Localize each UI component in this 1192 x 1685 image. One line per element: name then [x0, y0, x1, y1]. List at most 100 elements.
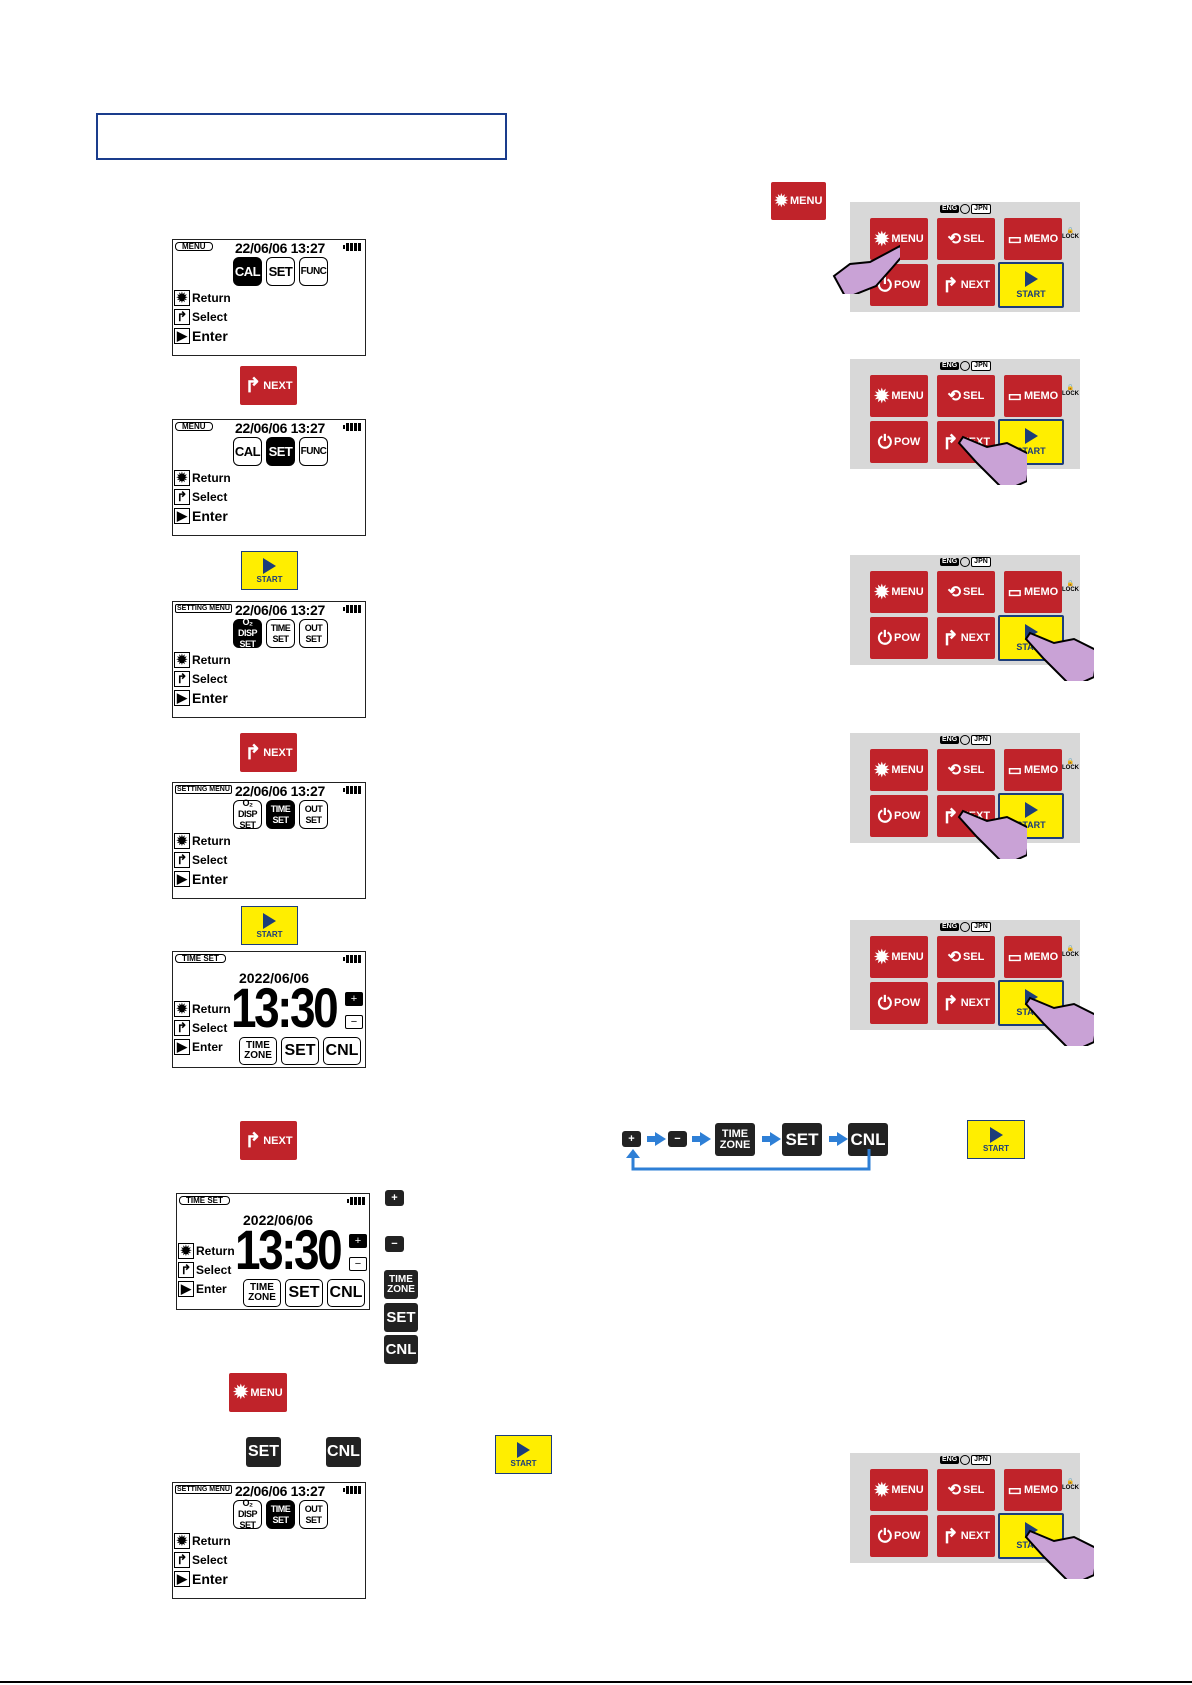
legend-set: SET — [384, 1303, 418, 1332]
start-key-label: START — [1016, 289, 1046, 299]
cycle-icon: ⟲ — [947, 762, 961, 779]
play-icon: ▶ — [174, 327, 190, 344]
memo-icon: ▭ — [1007, 388, 1022, 405]
memo-key-label: MEMO — [1023, 390, 1059, 402]
next-arrow-icon: ↱ — [178, 1261, 194, 1278]
lcd-setting-o2: SETTING MENU 22/06/06 13:27 O₂ DISP SET … — [172, 601, 366, 718]
return-label: Return — [196, 1243, 235, 1258]
cycle-cnl: CNL — [848, 1123, 888, 1156]
cycle-plus: + — [622, 1131, 641, 1147]
cycle-icon: ⟲ — [947, 584, 961, 601]
pointing-hand-icon — [832, 244, 900, 294]
opt-time-set: TIME SET — [266, 1500, 295, 1529]
play-icon — [1024, 428, 1038, 444]
play-icon — [263, 557, 276, 574]
menu-key-label: MENU — [891, 764, 924, 776]
next-key-label: NEXT — [263, 1134, 293, 1147]
play-icon — [1024, 802, 1038, 818]
eng-label: ENG — [940, 362, 960, 370]
pow-key: ⏻POW — [870, 1515, 928, 1557]
memo-icon: ▭ — [1007, 231, 1022, 248]
lcd-menu-cal: MENU 22/06/06 13:27 CAL SET FUNC ✹Return… — [172, 239, 366, 356]
sel-key: ⟲SEL — [937, 749, 995, 791]
opt-out-set: OUT SET — [299, 1500, 328, 1529]
lcd-setting-time-2: SETTING MENU 22/06/06 13:27 O₂ DISP SET … — [172, 1482, 366, 1599]
lock-label: LOCK — [1062, 391, 1079, 397]
lock-label: LOCK — [1062, 234, 1079, 240]
sel-key: ⟲SEL — [937, 1469, 995, 1511]
time-zone-button: TIME ZONE — [239, 1037, 277, 1065]
menu-key-label: MENU — [891, 586, 924, 598]
jpn-label: JPN — [971, 1455, 991, 1465]
lcd-title: MENU — [175, 422, 213, 431]
opt-func: FUNC — [299, 437, 328, 466]
sel-key-label: SEL — [963, 586, 985, 598]
next-key-icon: ↱NEXT — [240, 366, 297, 405]
cnl-button: CNL — [327, 1279, 365, 1307]
power-icon: ⏻ — [877, 992, 892, 1013]
start-key-label: START — [256, 574, 283, 584]
pow-key-label: POW — [893, 997, 921, 1009]
enter-label: Enter — [192, 689, 228, 706]
jpn-label: JPN — [971, 557, 991, 567]
battery-icon — [343, 785, 363, 794]
pointing-hand-icon — [1024, 631, 1094, 681]
globe-icon — [960, 922, 971, 932]
lcd-time: 13:30 — [235, 1218, 343, 1281]
menu-key-icon: ✹MENU — [229, 1373, 287, 1412]
play-icon: ▶ — [174, 507, 190, 524]
play-icon — [989, 1126, 1003, 1143]
lcd-title: TIME SET — [175, 954, 226, 963]
menu-key-label: MENU — [891, 233, 924, 245]
next-arrow-icon: ↱ — [174, 308, 190, 325]
sel-key-label: SEL — [963, 390, 985, 402]
memo-key-label: MEMO — [1023, 1484, 1059, 1496]
opt-out-set: OUT SET — [299, 619, 328, 648]
pow-key-label: POW — [893, 279, 921, 291]
plus-button: + — [345, 992, 363, 1006]
minus-button: − — [349, 1257, 367, 1271]
lock-label: LOCK — [1062, 765, 1079, 771]
set-key-icon: SET — [246, 1437, 281, 1467]
cycle-time-zone: TIME ZONE — [715, 1123, 755, 1156]
set-button: SET — [281, 1037, 319, 1065]
jpn-label: JPN — [971, 922, 991, 932]
pow-key: ⏻POW — [870, 795, 928, 837]
gear-icon: ✹ — [174, 469, 190, 486]
next-arrow-icon: ↱ — [244, 1130, 262, 1152]
enter-label: Enter — [192, 507, 228, 524]
lcd-date: 2022/06/06 — [239, 970, 310, 986]
sel-key: ⟲SEL — [937, 375, 995, 417]
lock-label: LOCK — [1062, 952, 1079, 958]
play-icon: ▶ — [174, 1038, 190, 1055]
start-key-label: START — [1016, 1540, 1046, 1550]
menu-key-label: MENU — [891, 1484, 924, 1496]
gear-icon: ✹ — [874, 759, 890, 780]
menu-key: ✹MENU — [870, 936, 928, 978]
select-label: Select — [196, 1262, 232, 1277]
pow-key-label: POW — [893, 1530, 921, 1542]
sel-key-label: SEL — [963, 764, 985, 776]
select-label: Select — [192, 309, 228, 324]
legend-cnl: CNL — [384, 1335, 418, 1364]
next-arrow-icon: ↱ — [941, 274, 959, 297]
return-label: Return — [192, 470, 231, 485]
globe-icon — [960, 361, 971, 371]
start-key-label: START — [982, 1143, 1010, 1153]
next-arrow-icon: ↱ — [941, 805, 959, 828]
arrow-right-icon — [692, 1132, 711, 1146]
opt-o2-disp-set: O₂ DISP SET — [233, 617, 262, 649]
lcd-time: 13:30 — [231, 976, 339, 1039]
battery-icon — [343, 604, 363, 613]
gear-icon: ✹ — [174, 289, 190, 306]
start-key-icon: START — [495, 1435, 552, 1474]
play-icon — [263, 912, 276, 929]
enter-label: Enter — [196, 1281, 227, 1296]
next-arrow-icon: ↱ — [941, 992, 959, 1015]
plus-button: + — [349, 1234, 367, 1248]
